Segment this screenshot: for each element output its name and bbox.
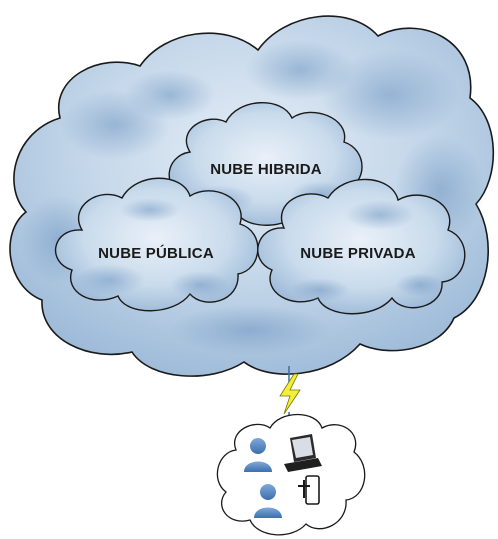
lightning-bolt-icon [279,373,301,415]
laptop-icon [284,434,322,472]
hybrid-cloud-label: NUBE HIBRIDA [210,161,322,178]
client-cloud [216,414,366,536]
private-cloud [257,178,466,315]
private-cloud-label: NUBE PRIVADA [300,245,415,262]
mobile-phone-icon [298,475,320,505]
public-cloud [54,177,259,312]
public-cloud-label: NUBE PÚBLICA [98,244,214,262]
user-icon [254,484,282,518]
user-icon [244,438,272,472]
